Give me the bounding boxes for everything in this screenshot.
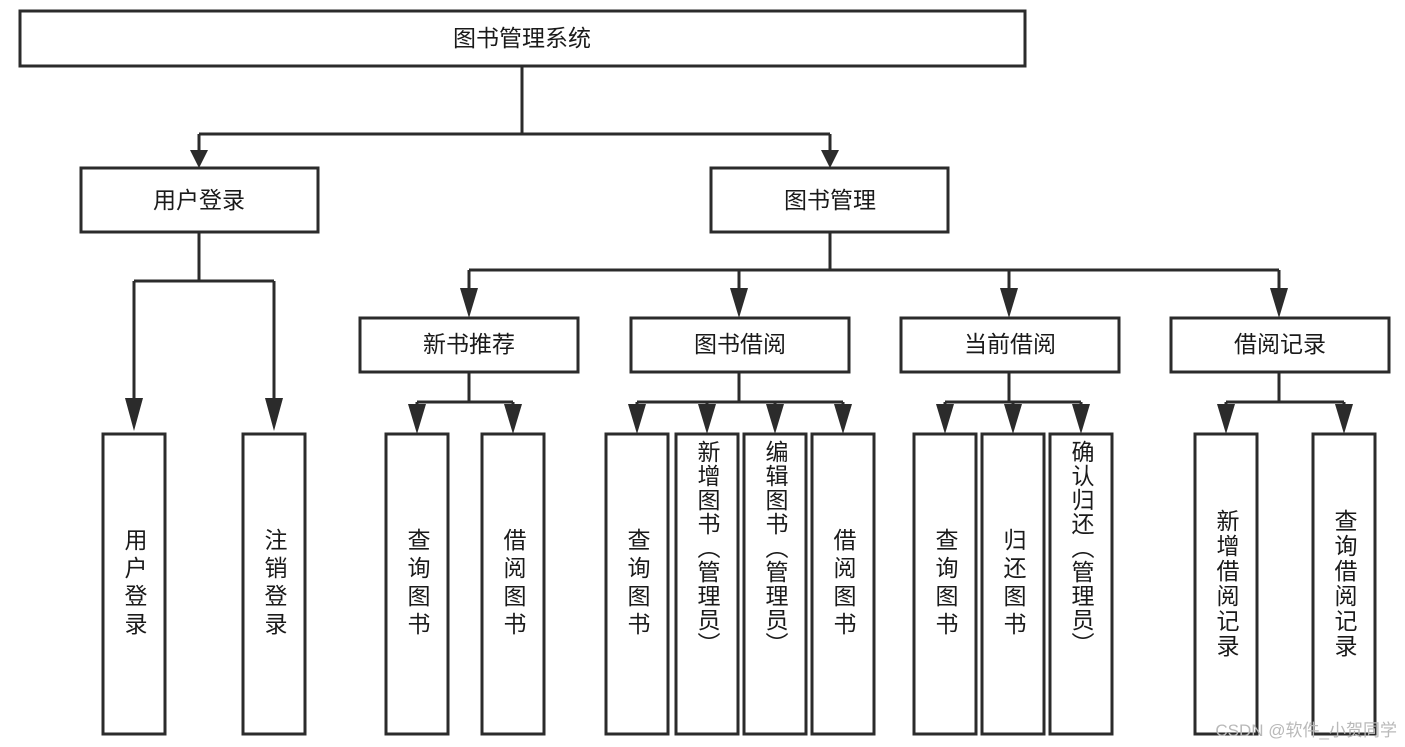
node-leaf-edit-book-label: 编辑图书（管理员） [762, 440, 788, 656]
node-leaf-borrow-book-2-label: 借阅图书 [830, 528, 856, 640]
node-leaf-query-book-1-box[interactable] [384, 432, 450, 736]
node-book-manage-box[interactable] [709, 166, 950, 234]
node-leaf-query-record-box[interactable] [1311, 432, 1377, 736]
node-leaf-confirm-return-label: 确认归还（管理员） [1068, 440, 1094, 656]
arrowhead-leaf-query-book-2 [628, 404, 646, 434]
arrowhead-leaf-confirm-return [1072, 404, 1090, 434]
node-new-book-rec-box[interactable] [358, 316, 580, 374]
node-leaf-borrow-book-1-box[interactable] [480, 432, 546, 736]
node-borrow-record[interactable]: 借阅记录 [1169, 316, 1391, 374]
node-leaf-query-book-3-box[interactable] [912, 432, 978, 736]
arrowhead-leaf-edit-book [766, 404, 784, 434]
node-leaf-logout-box[interactable] [241, 432, 307, 736]
node-leaf-add-record-label: 新增借阅记录 [1213, 509, 1239, 659]
arrowhead-user-login [190, 150, 208, 168]
node-book-manage[interactable]: 图书管理 [709, 166, 950, 234]
node-leaf-return-book-label: 归还图书 [1000, 528, 1026, 640]
node-leaf-borrow-book-1-label: 借阅图书 [500, 528, 526, 640]
node-leaf-logout-label: 注销登录 [261, 528, 287, 640]
node-borrow-record-box[interactable] [1169, 316, 1391, 374]
node-new-book-rec[interactable]: 新书推荐 [358, 316, 580, 374]
arrowhead-leaf-query-record [1335, 404, 1353, 434]
node-leaf-edit-book-box[interactable] [742, 432, 808, 736]
node-book-borrow[interactable]: 图书借阅 [629, 316, 851, 374]
arrowhead-leaf-add-book [698, 404, 716, 434]
arrowhead-book-manage [821, 150, 839, 168]
node-root-box[interactable] [18, 9, 1027, 68]
arrowhead-book-borrow [730, 288, 748, 318]
node-leaf-user-login-label: 用户登录 [121, 528, 147, 640]
connector-layer [125, 66, 1353, 434]
arrowhead-leaf-query-book-1 [408, 404, 426, 434]
node-current-borrow-label: 当前借阅 [964, 331, 1056, 357]
leaf-boxes [101, 432, 1377, 736]
arrowhead-leaf-return-book [1004, 404, 1022, 434]
node-leaf-query-book-3-label: 查询图书 [932, 528, 958, 640]
node-book-borrow-box[interactable] [629, 316, 851, 374]
arrowhead-leaf-query-book-3 [936, 404, 954, 434]
node-leaf-query-record-label: 查询借阅记录 [1331, 509, 1357, 659]
node-leaf-return-book-box[interactable] [980, 432, 1046, 736]
arrowhead-new-book-rec [460, 288, 478, 318]
arrowhead-leaf-borrow-book-1 [504, 404, 522, 434]
node-leaf-add-book-label: 新增图书（管理员） [694, 440, 720, 656]
arrowhead-leaf-user-login [125, 398, 143, 431]
arrowhead-current-borrow [1000, 288, 1018, 318]
node-leaf-query-book-2-label: 查询图书 [624, 528, 650, 640]
arrowhead-leaf-logout [265, 398, 283, 431]
node-user-login-box[interactable] [79, 166, 320, 234]
node-book-manage-label: 图书管理 [784, 187, 876, 213]
node-root-label: 图书管理系统 [453, 25, 591, 51]
node-user-login-label: 用户登录 [153, 187, 245, 213]
node-leaf-add-book-box[interactable] [674, 432, 740, 736]
node-leaf-add-record-box[interactable] [1193, 432, 1259, 736]
node-leaf-confirm-return-box[interactable] [1048, 432, 1114, 736]
node-leaf-borrow-book-2-box[interactable] [810, 432, 876, 736]
node-borrow-record-label: 借阅记录 [1234, 331, 1326, 357]
arrowhead-leaf-add-record [1217, 404, 1235, 434]
node-new-book-rec-label: 新书推荐 [423, 331, 515, 357]
node-leaf-query-book-2-box[interactable] [604, 432, 670, 736]
node-leaf-query-book-1-label: 查询图书 [404, 528, 430, 640]
arrowhead-leaf-borrow-book-2 [834, 404, 852, 434]
node-book-borrow-label: 图书借阅 [694, 331, 786, 357]
node-user-login[interactable]: 用户登录 [79, 166, 320, 234]
node-current-borrow-box[interactable] [899, 316, 1121, 374]
node-current-borrow[interactable]: 当前借阅 [899, 316, 1121, 374]
node-root[interactable]: 图书管理系统 [18, 9, 1027, 68]
node-leaf-user-login-box[interactable] [101, 432, 167, 736]
arrowhead-borrow-record [1270, 288, 1288, 318]
